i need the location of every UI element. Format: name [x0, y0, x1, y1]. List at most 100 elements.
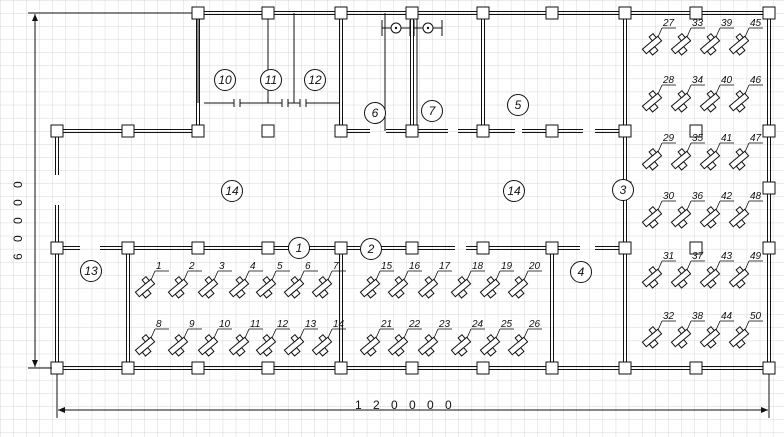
room-label: 1	[288, 237, 310, 259]
workstation	[641, 266, 663, 289]
workstation	[479, 276, 501, 299]
workstation	[387, 276, 409, 299]
column	[405, 6, 419, 20]
room-label: 14	[221, 180, 243, 202]
workstation	[641, 206, 663, 229]
workstation-number: 23	[438, 319, 451, 330]
columns	[50, 6, 776, 375]
workstation-number: 21	[380, 319, 392, 330]
partition-room2-right	[550, 248, 554, 368]
column	[762, 124, 776, 138]
column	[261, 6, 275, 20]
column	[689, 124, 703, 138]
column	[762, 361, 776, 375]
sink-fixture	[413, 20, 443, 36]
workstation	[387, 334, 409, 357]
workstation	[450, 276, 472, 299]
workstation-number: 19	[501, 261, 513, 272]
room-label: 5	[507, 94, 529, 116]
column	[689, 6, 703, 20]
column	[50, 361, 64, 375]
workstation-number: 10	[219, 319, 231, 330]
workstation-number: 30	[663, 191, 675, 202]
workstation-number: 9	[189, 319, 195, 330]
partition-upper-c	[481, 13, 485, 131]
workstation-number: 39	[721, 18, 733, 29]
workstation-number: 22	[408, 319, 421, 330]
room-number: 12	[308, 73, 322, 87]
workstation	[479, 334, 501, 357]
column	[334, 124, 348, 138]
column	[476, 241, 490, 255]
workstation	[507, 334, 529, 357]
workstation	[699, 148, 721, 171]
column	[762, 241, 776, 255]
workstation-number: 8	[156, 319, 162, 330]
workstation	[228, 334, 250, 357]
workstation	[255, 276, 277, 299]
workstation-number: 34	[692, 75, 704, 86]
workstation	[134, 276, 156, 299]
workstation	[255, 334, 277, 357]
column	[618, 6, 632, 20]
walls	[55, 11, 771, 370]
workstation-number: 27	[662, 18, 675, 29]
column	[121, 361, 135, 375]
workstation-number: 44	[721, 311, 733, 322]
column	[762, 181, 776, 195]
workstation-number: 35	[692, 133, 704, 144]
column	[476, 6, 490, 20]
workstation-number: 7	[333, 261, 339, 272]
column	[121, 124, 135, 138]
workstation	[311, 276, 333, 299]
workstation	[641, 90, 663, 113]
workstation	[507, 276, 529, 299]
workstation	[450, 334, 472, 357]
workstation-number: 2	[188, 261, 195, 272]
workstation	[728, 266, 750, 289]
column	[476, 124, 490, 138]
partition-upper-a	[339, 13, 343, 131]
workstation	[359, 276, 381, 299]
column	[334, 6, 348, 20]
workstation-number: 31	[663, 251, 674, 262]
column	[618, 241, 632, 255]
column	[476, 361, 490, 375]
column	[545, 6, 559, 20]
workstation-number: 15	[381, 261, 393, 272]
workstation-number: 25	[500, 319, 513, 330]
room-number: 1	[296, 241, 303, 255]
workstation	[699, 266, 721, 289]
workstation-number: 4	[250, 261, 256, 272]
workstation	[197, 276, 219, 299]
doors	[381, 20, 443, 36]
dimension-width-label: 1 2 0 0 0 0	[355, 398, 456, 412]
column	[405, 241, 419, 255]
workstation	[641, 326, 663, 349]
column	[405, 361, 419, 375]
column	[618, 124, 632, 138]
column	[689, 361, 703, 375]
workstation	[641, 148, 663, 171]
workstation-number: 29	[662, 133, 675, 144]
column	[618, 361, 632, 375]
dimension-lines	[28, 12, 770, 418]
column	[334, 241, 348, 255]
outer-wall-left-upper	[55, 131, 59, 175]
workstation-number: 38	[692, 311, 704, 322]
column	[689, 241, 703, 255]
workstation-number: 6	[305, 261, 311, 272]
column	[545, 241, 559, 255]
workstation	[670, 90, 692, 113]
workstation-number: 50	[750, 311, 762, 322]
workstation-number: 37	[692, 251, 704, 262]
workstation-number: 40	[721, 75, 733, 86]
room-label: 7	[421, 100, 443, 122]
room-number: 4	[578, 265, 585, 279]
room-number: 10	[218, 73, 232, 87]
column	[261, 241, 275, 255]
